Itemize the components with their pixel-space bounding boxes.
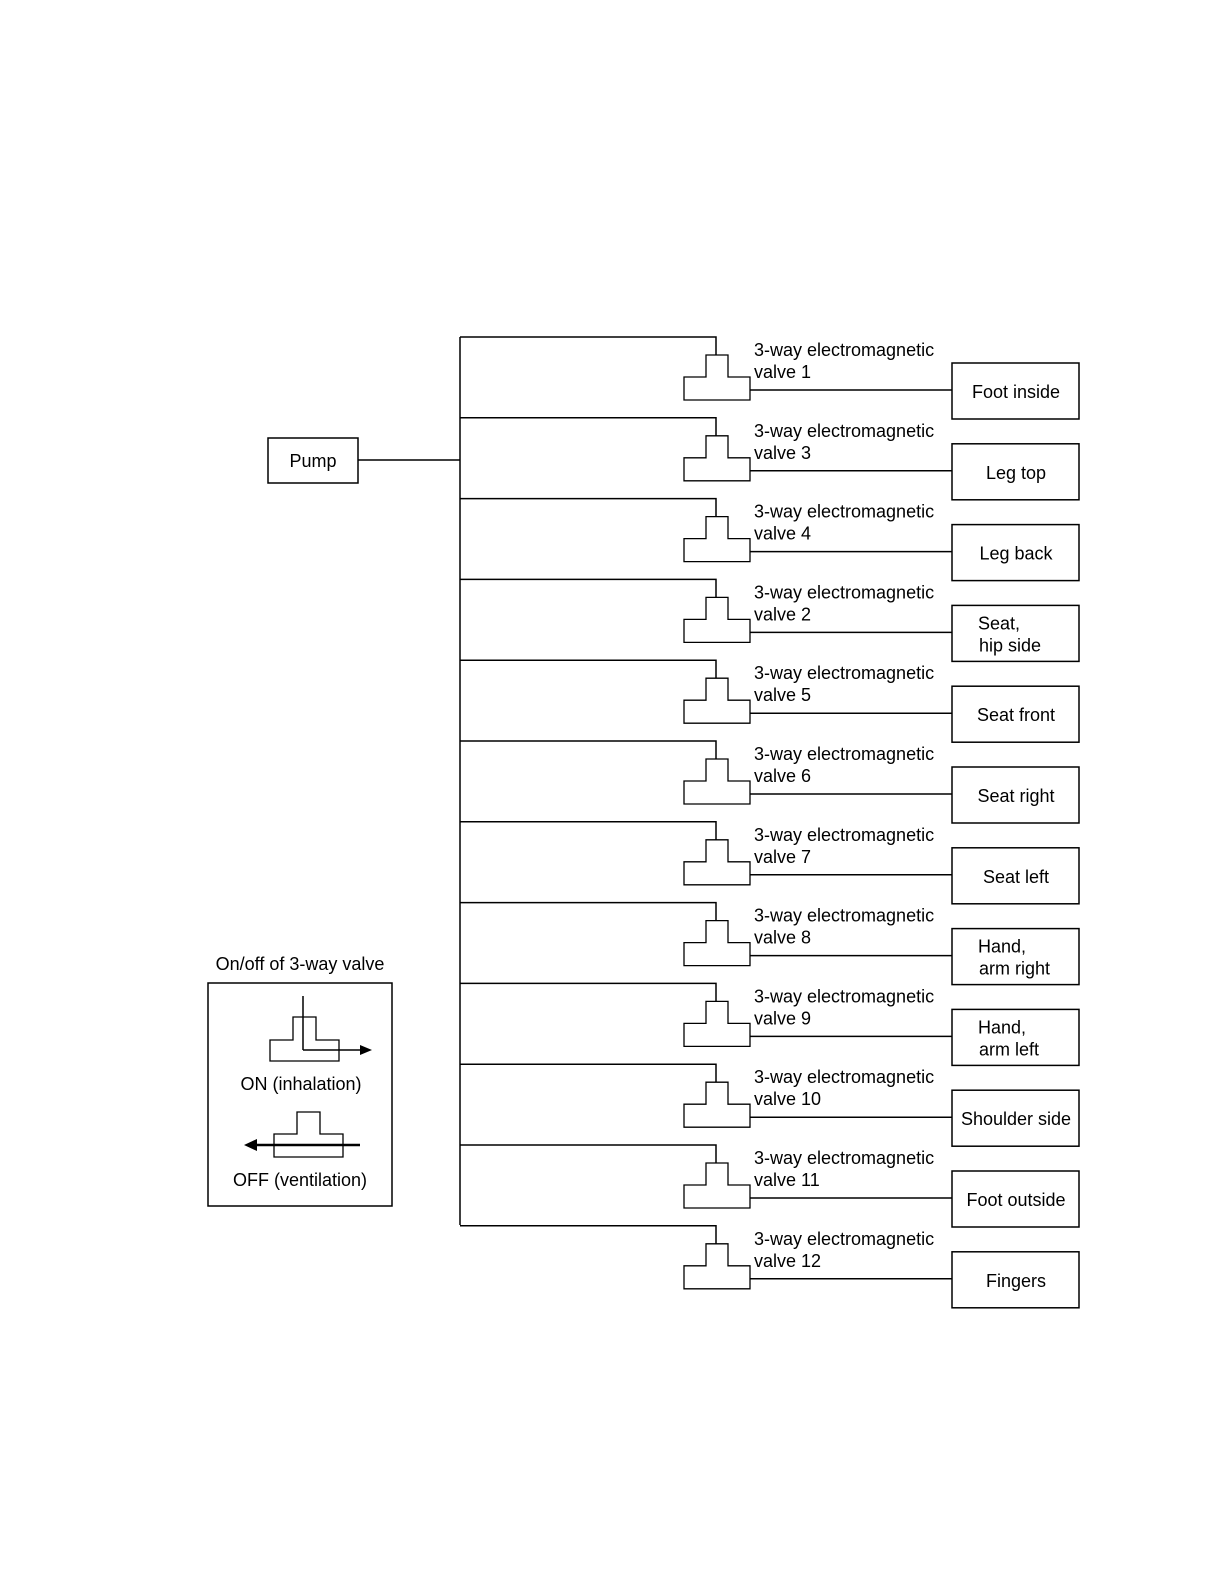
valve-legend: On/off of 3-way valve ON (inhalation) OF…	[207, 954, 393, 1207]
air-cell-label: Seat left	[983, 867, 1049, 887]
three-way-valve-icon	[683, 839, 751, 886]
supply-pipe	[460, 982, 717, 1002]
supply-pipe	[460, 336, 717, 355]
three-way-valve-icon	[683, 515, 751, 563]
valve-type-label: 3-way electromagnetic	[754, 421, 934, 441]
air-cell-box	[951, 1008, 1080, 1067]
air-cell-label: Seat right	[977, 786, 1054, 806]
valve-type-label: 3-way electromagnetic	[754, 340, 934, 360]
valve-type-label: 3-way electromagnetic	[754, 582, 934, 602]
air-cell-box	[951, 847, 1080, 905]
air-cell-label: Seat front	[977, 705, 1055, 725]
three-way-valve-icon	[683, 919, 751, 967]
supply-pipe	[460, 1063, 717, 1083]
air-cell-label: Shoulder side	[961, 1109, 1071, 1129]
valve-off-icon	[244, 1111, 360, 1158]
valve-number-label: valve 10	[754, 1089, 821, 1109]
supply-pipe	[460, 821, 717, 840]
valve-type-label: 3-way electromagnetic	[754, 1229, 934, 1249]
valve-type-label: 3-way electromagnetic	[754, 906, 934, 926]
valve-number-label: valve 4	[754, 524, 811, 544]
supply-pipe	[460, 1144, 717, 1163]
valve-number-label: valve 1	[754, 362, 811, 382]
legend-box	[207, 982, 393, 1207]
valve-type-label: 3-way electromagnetic	[754, 1148, 934, 1168]
three-way-valve-icon	[683, 354, 751, 401]
three-way-valve-icon	[683, 1162, 751, 1209]
supply-pipe	[460, 901, 717, 921]
air-cell-label: arm right	[979, 959, 1050, 979]
three-way-valve-icon	[683, 1000, 751, 1048]
valve-type-label: 3-way electromagnetic	[754, 663, 934, 683]
valve-type-label: 3-way electromagnetic	[754, 825, 934, 845]
air-cell-box	[951, 362, 1080, 420]
valve-number-label: valve 5	[754, 685, 811, 705]
air-cell-label: Foot outside	[966, 1190, 1065, 1210]
air-cell-label: arm left	[979, 1039, 1039, 1059]
valve-type-label: 3-way electromagnetic	[754, 744, 934, 764]
valve-type-label: 3-way electromagnetic	[754, 502, 934, 522]
legend-title: On/off of 3-way valve	[216, 954, 385, 974]
legend-on-label: ON (inhalation)	[240, 1074, 361, 1094]
air-cell-label: Seat,	[978, 613, 1020, 633]
supply-pipe	[460, 417, 717, 436]
air-cell-label: Hand,	[978, 937, 1026, 957]
three-way-valve-icon	[683, 677, 751, 724]
air-cell-box	[951, 766, 1080, 824]
three-way-valve-icon	[683, 758, 751, 805]
air-cell-label: Foot inside	[972, 382, 1060, 402]
air-cell-label: Leg top	[986, 463, 1046, 483]
valve-number-label: valve 8	[754, 928, 811, 948]
valve-number-label: valve 12	[754, 1251, 821, 1271]
air-cell-box	[951, 1089, 1080, 1147]
air-cell-box	[951, 1251, 1080, 1309]
supply-pipe	[460, 740, 717, 759]
valve-number-label: valve 3	[754, 443, 811, 463]
three-way-valve-icon	[683, 435, 751, 482]
air-cell-box	[951, 685, 1080, 743]
valve-number-label: valve 9	[754, 1008, 811, 1028]
valve-on-icon	[269, 996, 372, 1062]
air-cell-box	[951, 1170, 1080, 1228]
three-way-valve-icon	[683, 596, 751, 644]
valve-number-label: valve 2	[754, 604, 811, 624]
supply-pipe	[460, 578, 717, 598]
air-cell-label: Hand,	[978, 1017, 1026, 1037]
valve-number-label: valve 11	[754, 1170, 820, 1190]
pump: Pump	[267, 437, 359, 484]
air-cell-label: Fingers	[986, 1271, 1046, 1291]
valve-number-label: valve 7	[754, 847, 811, 867]
air-cell-box	[951, 927, 1080, 986]
air-cell-label: Leg back	[979, 544, 1053, 564]
three-way-valve-icon	[683, 1081, 751, 1128]
legend-off-label: OFF (ventilation)	[233, 1170, 367, 1190]
air-cell-box	[951, 604, 1080, 663]
air-cell-box	[951, 443, 1080, 501]
supply-pipe	[460, 497, 717, 517]
valve-number-label: valve 6	[754, 766, 811, 786]
pump-label: Pump	[289, 451, 336, 471]
air-cell-box	[951, 523, 1080, 582]
supply-pipe	[460, 1225, 717, 1244]
air-cell-label: hip side	[979, 635, 1041, 655]
supply-pipe	[460, 659, 717, 679]
three-way-valve-icon	[683, 1243, 751, 1290]
valve-type-label: 3-way electromagnetic	[754, 1067, 934, 1087]
valve-type-label: 3-way electromagnetic	[754, 986, 934, 1006]
